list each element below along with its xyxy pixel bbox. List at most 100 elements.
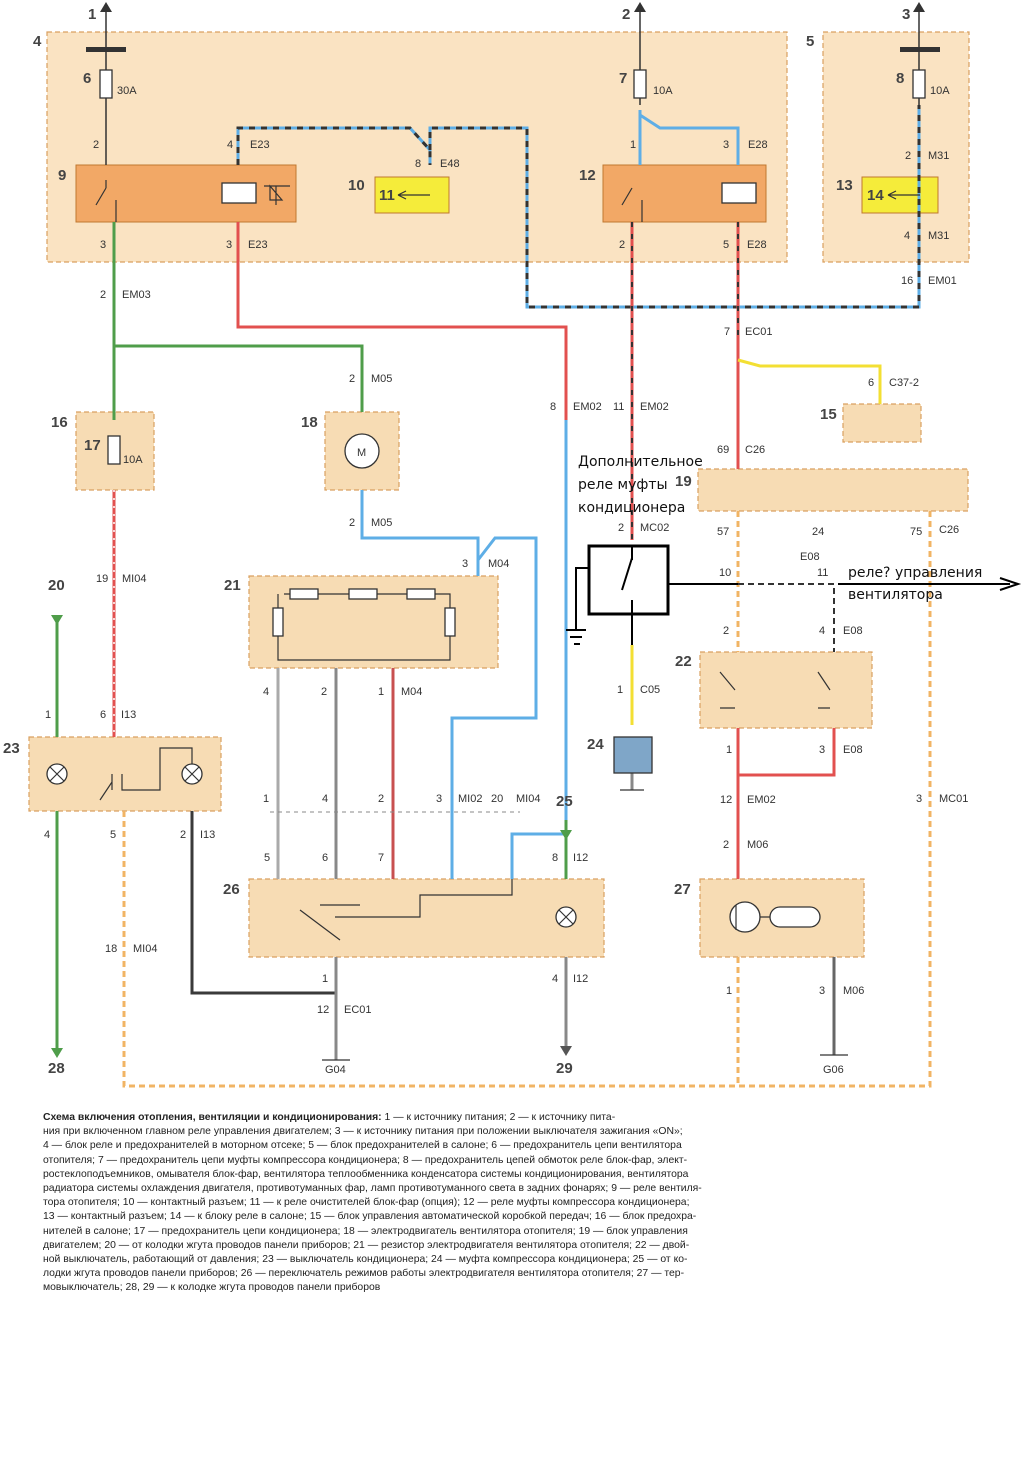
relay-coil-12-icon <box>721 182 757 204</box>
wire-label: I13 <box>200 829 215 841</box>
component-number: 1 <box>88 6 96 23</box>
wire-dark-i13 <box>190 811 336 995</box>
caption-line: отопителя; 7 — предохранитель цепи муфты… <box>43 1154 688 1166</box>
symbols <box>49 180 920 1061</box>
wire-label: 24 <box>812 526 824 538</box>
wire-label: E23 <box>248 239 268 251</box>
caption-text: 1 — к источнику питания; 2 — к источнику… <box>381 1112 616 1123</box>
wire-blue-dark-main-b <box>428 105 921 309</box>
wire-label: EM02 <box>640 401 669 413</box>
component-number: 23 <box>3 740 20 757</box>
caption-line: радиатора системы охлаждения двигателя, … <box>43 1183 702 1195</box>
wire-label: MI04 <box>133 943 157 955</box>
wire-label: M05 <box>371 517 392 529</box>
wire-label: I12 <box>573 852 588 864</box>
caption-line: лодки жгута проводов панели приборов; 26… <box>43 1268 685 1280</box>
wire-label: I12 <box>573 973 588 985</box>
fuse-rating: 10A <box>930 85 950 97</box>
arrows <box>51 615 572 1058</box>
wire-red-e08 <box>736 728 836 777</box>
component-number: 19 <box>675 473 692 490</box>
thermistor-icon <box>769 906 821 928</box>
wire-red-em02 <box>236 222 568 420</box>
wire-label: E08 <box>843 744 863 756</box>
wire-label: MI04 <box>122 573 146 585</box>
wire-blue-e28b <box>639 113 740 165</box>
wire-label: 2 <box>618 522 624 534</box>
wire-label: EM02 <box>747 794 776 806</box>
wire-label: 7 <box>378 852 384 864</box>
caption-line: Схема включения отопления, вентиляции и … <box>43 1111 773 1125</box>
wire-label: E08 <box>800 551 820 563</box>
wire-label: 19 <box>96 573 108 585</box>
caption-line: ной выключатель, работающий от давления;… <box>43 1254 688 1266</box>
wire-label: M05 <box>371 373 392 385</box>
component-number: 28 <box>48 1060 65 1077</box>
wire-label: 6 <box>868 377 874 389</box>
wire-label: 6 <box>100 709 106 721</box>
wire-label: 2 <box>321 686 327 698</box>
wire-label: 11 <box>613 401 624 413</box>
wire-label: E28 <box>748 139 768 151</box>
resistor-4-icon <box>272 607 284 637</box>
caption-line: двигателем; 20 — от колодки жгута провод… <box>43 1239 690 1251</box>
component-number: 3 <box>902 6 910 23</box>
component-number: 17 <box>84 437 101 454</box>
fuse-rating: 10A <box>123 454 143 466</box>
wire-label: 4 <box>819 625 825 637</box>
wire-label: 3 <box>436 793 442 805</box>
ecm-19 <box>697 468 969 512</box>
caption-line: ния при включенном главном реле управлен… <box>43 1126 683 1138</box>
fuse-8-icon <box>912 69 926 99</box>
wire-label: 20 <box>491 793 503 805</box>
component-number: 29 <box>556 1060 573 1077</box>
wire-label: EM03 <box>122 289 151 301</box>
component-number: 9 <box>58 167 66 184</box>
wire-label: 5 <box>110 829 116 841</box>
component-number: 20 <box>48 577 65 594</box>
wire-label: E28 <box>747 239 767 251</box>
wire-label: 1 <box>322 973 328 985</box>
arrow-28-icon <box>51 1048 63 1058</box>
component-number: 6 <box>83 70 91 87</box>
wire-label: 4 <box>322 793 328 805</box>
wire-label: 4 <box>552 973 558 985</box>
fuse-17-icon <box>107 435 121 465</box>
wire-label: 3 <box>819 985 825 997</box>
wire-label: 2 <box>100 289 106 301</box>
hand-drawn-relay <box>566 544 1022 645</box>
wire-label: 2 <box>723 839 729 851</box>
wire-label: 4 <box>263 686 269 698</box>
wire-green-em03 <box>112 222 364 412</box>
component-number: 18 <box>301 414 318 431</box>
wire-label: 16 <box>901 275 913 287</box>
component-number: 12 <box>579 167 596 184</box>
pressure-switch-22 <box>699 651 873 729</box>
wire-label: E48 <box>440 158 460 170</box>
annotation-fan-relay: вентилятора <box>848 587 943 603</box>
wire-label: G04 <box>325 1064 346 1076</box>
wire-label: EM01 <box>928 275 957 287</box>
caption-line: тора отопителя; 10 — контактный разъем; … <box>43 1197 690 1209</box>
wire-label: 75 <box>910 526 922 538</box>
wire-label: M06 <box>747 839 768 851</box>
wire-label: 1 <box>726 744 732 756</box>
wire-label: 12 <box>317 1004 329 1016</box>
wire-label: 5 <box>264 852 270 864</box>
wire-label: 57 <box>717 526 729 538</box>
wire-label: 5 <box>723 239 729 251</box>
wire-label: 3 <box>100 239 106 251</box>
wire-label: M04 <box>401 686 422 698</box>
wire-label: E08 <box>843 625 863 637</box>
caption-line: 4 — блок реле и предохранителей в моторн… <box>43 1140 682 1152</box>
component-number: 4 <box>33 33 42 50</box>
component-number: 21 <box>224 577 241 594</box>
wire-label: 8 <box>552 852 558 864</box>
wire-label: 1 <box>630 139 636 151</box>
caption-line: ростеклоподъемников, омывателя блок-фар,… <box>43 1168 689 1180</box>
fuse-6-icon <box>99 69 113 99</box>
wire-label: M04 <box>488 558 509 570</box>
fuse-rating: 30A <box>117 85 137 97</box>
wire-label: 3 <box>226 239 232 251</box>
